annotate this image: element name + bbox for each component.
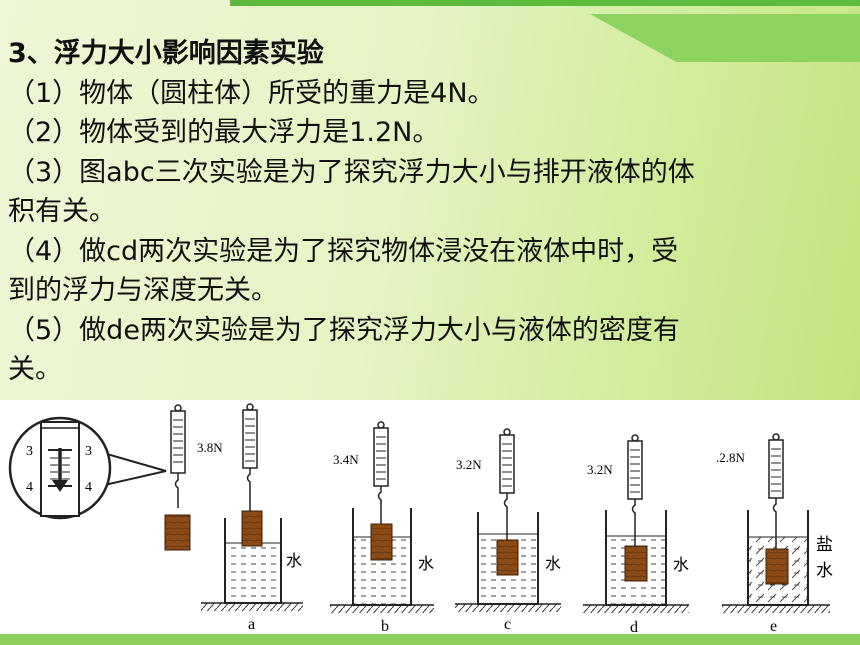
liquid-label-a: 水 bbox=[286, 552, 302, 570]
wooden-block-e bbox=[765, 548, 789, 585]
spring-scale-in-air bbox=[164, 404, 191, 551]
text-line-5: （4）做cd两次实验是为了探究物体浸没在液体中时，受 bbox=[8, 235, 679, 267]
experiment-figure: 3 4 3 4 3.8N bbox=[0, 400, 860, 636]
wooden-block bbox=[164, 514, 191, 551]
zoom-tick-left-3: 3 bbox=[26, 444, 33, 459]
zoom-tick-left-4: 4 bbox=[26, 480, 33, 495]
reading-label-d: 3.2N bbox=[587, 462, 613, 477]
reading-label-b: 3.4N bbox=[333, 452, 359, 467]
slide-title: 3、浮力大小影响因素实验 bbox=[8, 38, 324, 69]
experiment-diagram: 3 4 3 4 3.8N bbox=[8, 403, 833, 636]
panel-b: 3.4N 水 b bbox=[330, 421, 434, 635]
panel-label-a: a bbox=[248, 616, 255, 633]
panel-label-d: d bbox=[630, 619, 638, 634]
text-line-8: 关。 bbox=[8, 354, 62, 385]
text-line-7: （5）做de两次实验是为了探究浮力大小与液体的密度有 bbox=[8, 314, 680, 346]
slide-text: 3、浮力大小影响因素实验 （1）物体（圆柱体）所受的重力是4N。 （2）物体受到… bbox=[8, 34, 853, 390]
liquid-label-c: 水 bbox=[545, 555, 561, 573]
wooden-block-c bbox=[496, 539, 519, 576]
top-accent-bar bbox=[230, 0, 860, 6]
panel-d: 3.2N 水 d bbox=[583, 434, 689, 636]
text-line-3: （3）图abc三次实验是为了探究浮力大小与排开液体的体 bbox=[8, 156, 695, 188]
zoomed-scale-view: 3 4 3 4 bbox=[8, 416, 167, 520]
reading-label-e: .2.8N bbox=[716, 450, 746, 465]
text-line-2: （2）物体受到的最大浮力是1.2N。 bbox=[8, 117, 440, 148]
reading-label-a: 3.8N bbox=[197, 440, 223, 455]
zoom-tick-right-4: 4 bbox=[85, 480, 92, 495]
liquid-label-e-line1: 盐 bbox=[816, 535, 833, 554]
panel-a: 3.8N 水 a bbox=[197, 403, 303, 633]
liquid-label-d: 水 bbox=[673, 556, 689, 574]
liquid-label-e-line2: 水 bbox=[816, 561, 833, 580]
text-line-1: （1）物体（圆柱体）所受的重力是4N。 bbox=[8, 77, 495, 109]
reading-label-c: 3.2N bbox=[456, 457, 482, 472]
text-line-6: 到的浮力与深度无关。 bbox=[8, 275, 278, 306]
wooden-block-a bbox=[241, 510, 263, 547]
zoom-tick-right-3: 3 bbox=[85, 444, 92, 459]
panel-label-e: e bbox=[770, 618, 777, 634]
panel-label-b: b bbox=[381, 618, 389, 634]
panel-e: .2.8N 盐 水 e bbox=[716, 433, 833, 635]
liquid-label-b: 水 bbox=[418, 555, 434, 573]
panel-c: 3.2N 水 c bbox=[455, 428, 561, 633]
water-a bbox=[225, 543, 281, 603]
panel-label-c: c bbox=[504, 616, 511, 633]
wooden-block-b bbox=[370, 523, 393, 561]
text-line-4: 积有关。 bbox=[8, 196, 116, 227]
bottom-accent-bar bbox=[0, 634, 860, 645]
wooden-block-d bbox=[624, 545, 648, 582]
slide-background bbox=[0, 0, 860, 400]
